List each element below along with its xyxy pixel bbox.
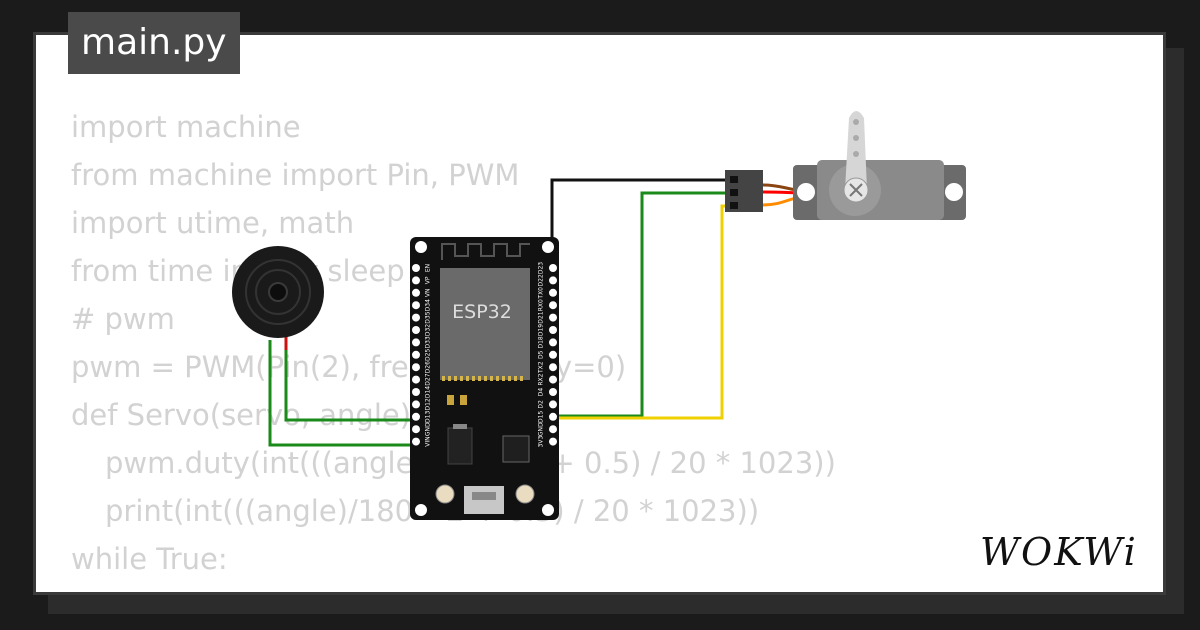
pin-label: D32 xyxy=(425,324,432,336)
pin-label: D34 xyxy=(425,299,432,311)
pin-d5[interactable] xyxy=(549,350,557,359)
reset-button-icon[interactable] xyxy=(435,484,455,504)
pin-d14[interactable] xyxy=(412,388,420,396)
pin-label: D21 xyxy=(538,311,545,323)
code-line: from machine import Pin, PWM xyxy=(71,158,520,192)
pin-d18[interactable] xyxy=(549,338,557,347)
buzzer-icon[interactable] xyxy=(232,246,324,338)
pin-label: RX2 xyxy=(538,373,545,385)
pin-label: RX0 xyxy=(538,299,545,311)
code-line: Servo(2,180) xyxy=(71,583,836,592)
pin-tx2[interactable] xyxy=(549,363,557,372)
pin-label: D33 xyxy=(425,336,432,348)
pin-d23[interactable] xyxy=(549,264,557,272)
pin-tx0[interactable] xyxy=(549,288,557,297)
pin-label: D26 xyxy=(425,361,432,373)
pin-d2[interactable] xyxy=(549,400,557,409)
pin-label: TX0 xyxy=(538,287,545,300)
servo-icon[interactable] xyxy=(725,111,966,220)
pin-d15[interactable] xyxy=(549,412,557,421)
pin-label: GND xyxy=(425,422,432,436)
pin-d22[interactable] xyxy=(549,276,557,285)
file-tab[interactable]: main.py xyxy=(68,12,240,74)
pin-d34[interactable] xyxy=(412,301,420,310)
wire-buzzer-signal[interactable] xyxy=(284,350,415,422)
esp32-label: ESP32 xyxy=(452,301,512,323)
svg-text:WOKWi: WOKWi xyxy=(980,530,1138,574)
pin-label: GND xyxy=(538,422,545,436)
pin-label: D5 xyxy=(538,350,545,359)
pin-label: D13 xyxy=(425,410,432,422)
pin-gnd[interactable] xyxy=(412,425,420,434)
wires xyxy=(268,178,728,447)
pin-label: D18 xyxy=(538,336,545,348)
pin-label: D25 xyxy=(425,348,432,360)
pin-rx0[interactable] xyxy=(549,301,557,310)
pin-vp[interactable] xyxy=(412,276,420,285)
code-line: import machine xyxy=(71,110,301,144)
pin-label: D15 xyxy=(538,410,545,422)
pin-d35[interactable] xyxy=(412,313,420,322)
pin-d19[interactable] xyxy=(549,326,557,334)
pin-label: D2 xyxy=(538,400,545,409)
code-line: # pwm xyxy=(71,302,175,336)
pin-d26[interactable] xyxy=(412,363,420,372)
pin-3v3[interactable] xyxy=(549,437,557,446)
pin-label: D22 xyxy=(538,274,545,286)
code-line: import utime, math xyxy=(71,206,355,240)
project-card: import machine from machine import Pin, P… xyxy=(33,32,1166,595)
pin-d33[interactable] xyxy=(412,338,420,347)
wire-buzzer-ground[interactable] xyxy=(268,340,415,447)
pin-label: EN xyxy=(425,264,432,272)
pin-label: D23 xyxy=(538,262,545,274)
pin-label: VP xyxy=(425,276,432,284)
pin-rx2[interactable] xyxy=(549,375,557,384)
code-line: def Servo(servo, angle): xyxy=(71,398,421,432)
boot-button-icon[interactable] xyxy=(515,484,535,504)
pin-label: 3V3 xyxy=(538,436,545,448)
pin-d27[interactable] xyxy=(412,375,420,384)
pin-label: D14 xyxy=(425,386,432,398)
wire-ground[interactable] xyxy=(550,178,728,243)
esp32-board-icon[interactable]: ESP32 ENVPVND34D35D32D33D25D26D27D14D12D… xyxy=(410,237,559,520)
pin-d25[interactable] xyxy=(412,350,420,359)
pin-label: D12 xyxy=(425,398,432,410)
pin-d12[interactable] xyxy=(412,400,420,409)
wire-power[interactable] xyxy=(552,204,728,420)
pin-d32[interactable] xyxy=(412,326,420,334)
pin-label: D35 xyxy=(425,311,432,323)
right-pin-header: D23D22TX0RX0D21D19D18D5TX2RX2D4D2D15GND3… xyxy=(538,262,557,448)
pin-label: VN xyxy=(425,289,432,298)
pin-vin[interactable] xyxy=(412,437,420,446)
wokwi-logo-icon: WOKWi xyxy=(980,530,1138,574)
pin-d21[interactable] xyxy=(549,313,557,322)
code-line: while True: xyxy=(71,542,228,576)
pin-label: TX2 xyxy=(538,361,545,374)
pin-en[interactable] xyxy=(412,264,420,272)
pin-label: D19 xyxy=(538,324,545,336)
pin-label: D27 xyxy=(425,373,432,385)
pin-d13[interactable] xyxy=(412,412,420,421)
pin-d4[interactable] xyxy=(549,388,557,396)
pin-gnd[interactable] xyxy=(549,425,557,434)
pin-label: VIN xyxy=(425,436,432,446)
pin-vn[interactable] xyxy=(412,288,420,297)
left-pin-header: EN VP VND34D35D32D33D25D26D27D14D12D13GNDV… xyxy=(412,264,432,447)
code-preview: import machine from machine import Pin, P… xyxy=(71,103,836,592)
pin-label: D4 xyxy=(538,388,545,397)
wire-signal-servo[interactable] xyxy=(552,191,728,418)
